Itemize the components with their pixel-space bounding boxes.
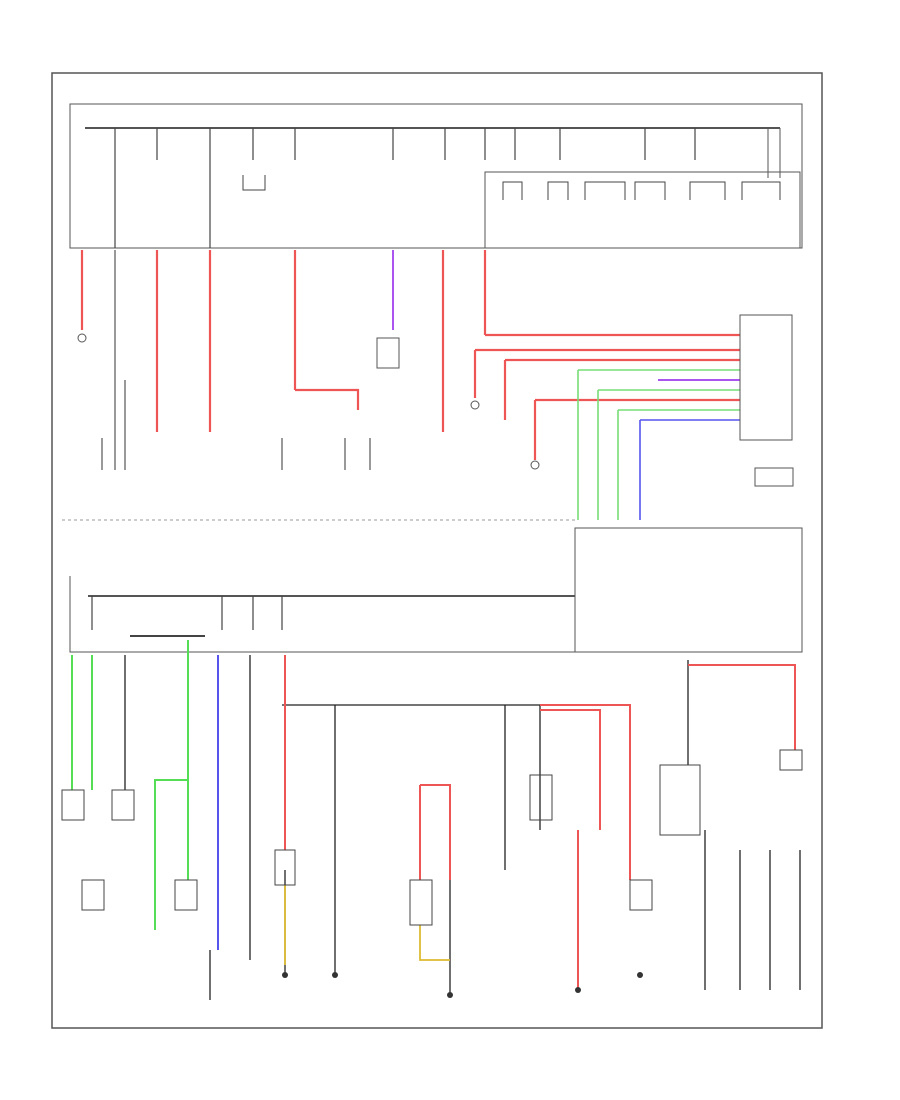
lower-fuses <box>91 596 283 637</box>
upper-fuse-box <box>69 103 803 249</box>
upper-relays <box>242 175 781 200</box>
right-module <box>739 314 793 441</box>
upper-green-wires <box>577 369 740 520</box>
lower-green-wires <box>71 640 189 930</box>
lower-yellow-wires <box>284 885 450 965</box>
lower-components <box>61 749 803 926</box>
upper-blue-wire <box>639 419 740 520</box>
diagram-frame <box>51 72 823 1029</box>
upper-components <box>77 333 540 470</box>
ground-connectors <box>282 972 643 998</box>
right-small-module <box>754 467 794 487</box>
lower-black-wires <box>124 655 801 1000</box>
upper-purple-wire <box>392 250 740 381</box>
upper-black-wires <box>101 250 371 470</box>
upper-fuses <box>114 128 696 248</box>
lower-red-wires <box>284 655 796 990</box>
upper-red-wires <box>80 250 740 460</box>
lower-fuse-box <box>69 527 803 653</box>
